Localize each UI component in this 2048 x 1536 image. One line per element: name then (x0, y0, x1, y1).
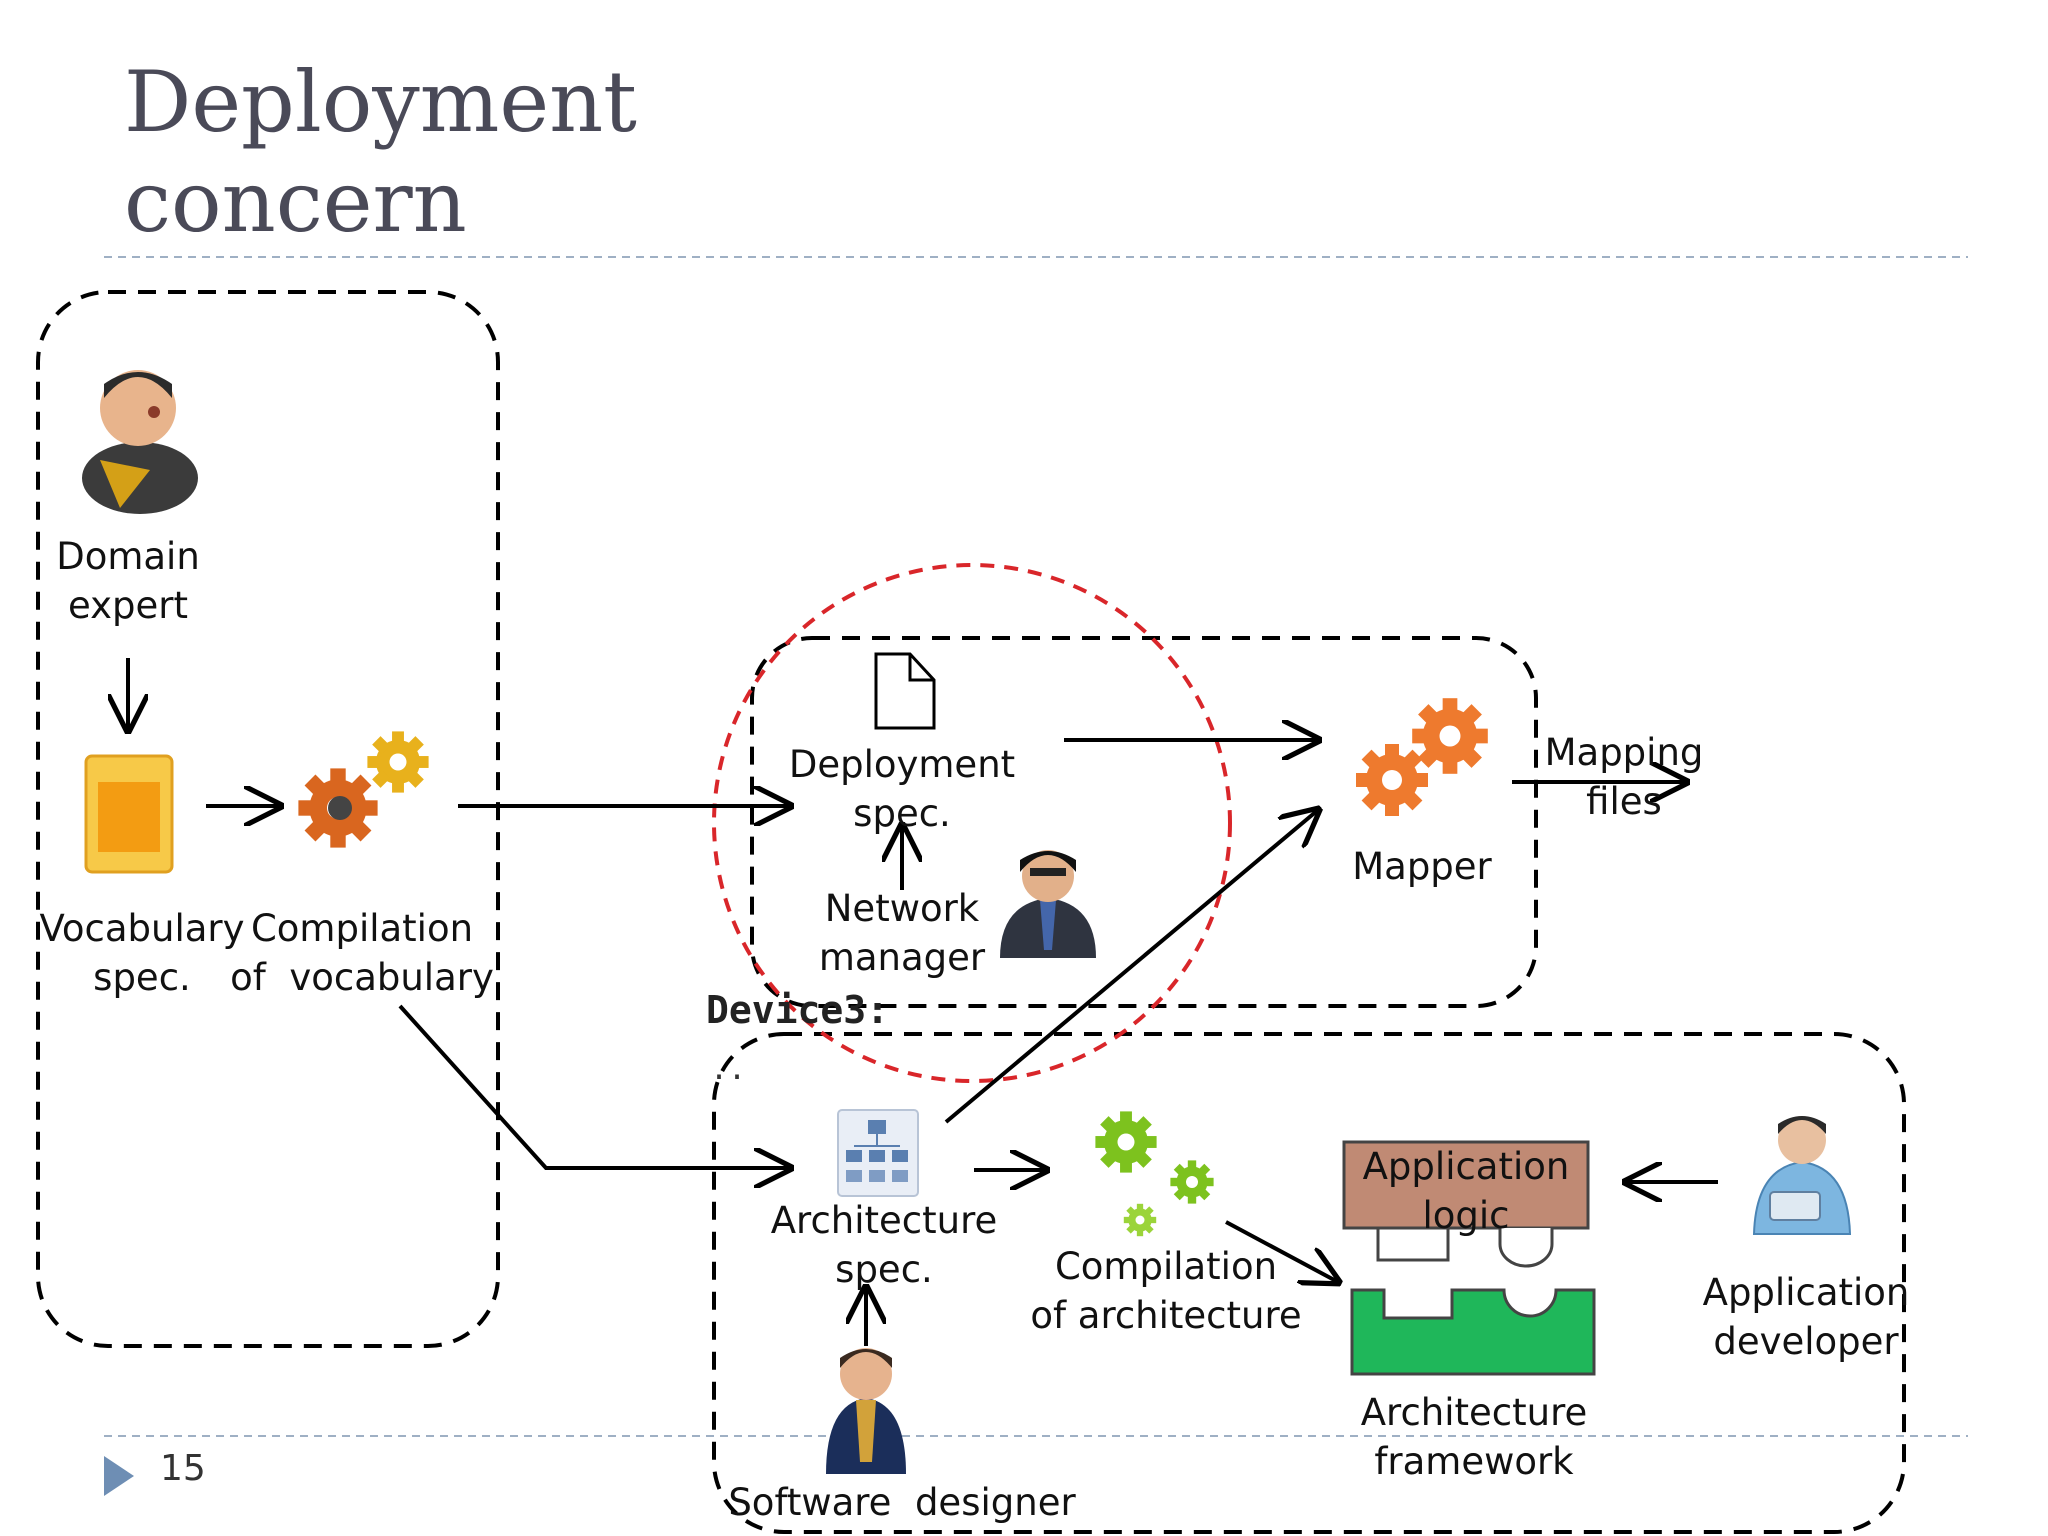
deployment-spec-label: Deployment spec. (788, 743, 1016, 835)
deployment-spec-document-icon (874, 652, 936, 730)
device-code-text: Device3: (706, 988, 890, 1032)
compilation-architecture-label: Compilation of architecture (1030, 1245, 1302, 1337)
domain-expert-icon (82, 370, 198, 514)
mapping-files-label: Mapping files (1544, 731, 1704, 823)
slide-title-line2: concern (124, 153, 467, 251)
arrows (128, 658, 1718, 1346)
arrow-compilation-to-framework (1225, 1220, 1338, 1282)
device-code-ellipsis: .. (710, 1052, 747, 1087)
vocabulary-spec-label: Vocabulary spec. (39, 907, 245, 999)
network-manager-label: Network manager (818, 887, 986, 979)
application-logic-block (1342, 1140, 1590, 1268)
vocabulary-spec-icon (84, 754, 174, 874)
deployment-group-box (750, 636, 1538, 1008)
arrow-compilation-to-architecture (398, 1004, 790, 1168)
architecture-group-box (712, 1032, 1906, 1534)
page-bullet-icon (104, 1456, 134, 1496)
compilation-architecture-gears-icon (1095, 1111, 1214, 1237)
application-developer-label: Application developer (1702, 1271, 1910, 1363)
network-manager-icon (1000, 850, 1096, 958)
domain-expert-label: Domain expert (56, 535, 200, 627)
domain-group-box (36, 290, 500, 1348)
compilation-vocabulary-label: Compilation of vocabulary (230, 907, 494, 999)
arrow-architecture-to-mapper (944, 810, 1318, 1124)
compilation-vocabulary-gears-icon (298, 731, 429, 848)
mapper-gears-icon (1356, 698, 1488, 816)
architecture-spec-label: Architecture spec. (770, 1199, 998, 1291)
architecture-framework-label: Architecture framework (1360, 1391, 1588, 1483)
slide-title-line1: Deployment (124, 53, 637, 151)
architecture-framework-block (1350, 1288, 1596, 1376)
mapper-label: Mapper (1352, 845, 1492, 888)
architecture-spec-icon (837, 1109, 919, 1197)
application-logic-label: Application logic (1362, 1145, 1570, 1237)
application-developer-icon (1752, 1116, 1852, 1235)
page-number: 15 (160, 1448, 206, 1489)
software-designer-icon (826, 1348, 906, 1474)
software-designer-label: Software designer (728, 1481, 1076, 1524)
slide-title: Deployment concern (124, 52, 637, 252)
highlight-circle (712, 563, 1232, 1083)
